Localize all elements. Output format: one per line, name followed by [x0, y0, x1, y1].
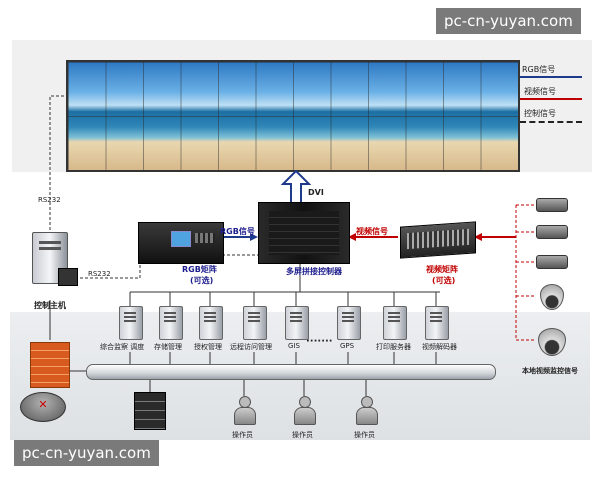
splice-controller — [258, 202, 350, 264]
server-icon — [383, 306, 407, 340]
control-host-label: 控制主机 — [34, 301, 66, 310]
router-icon: ✕ — [20, 392, 66, 422]
server-label: GIS — [288, 342, 300, 350]
video-matrix-label: 视频矩阵 — [426, 265, 458, 274]
controller-panel — [269, 211, 339, 255]
operator-label: 操作员 — [354, 431, 375, 439]
dome-camera-icon — [538, 328, 566, 356]
server-label: 综合监察 调度 — [100, 343, 145, 351]
operator-body — [234, 407, 256, 425]
server-icon — [337, 306, 361, 340]
operator-label: 操作员 — [232, 431, 253, 439]
server-label: GPS — [340, 342, 355, 350]
dots-label: ······· — [306, 336, 333, 347]
server-icon — [285, 306, 309, 340]
dvi-label: DVI — [308, 188, 324, 197]
operator-label: 操作员 — [292, 431, 313, 439]
server-icon — [243, 306, 267, 340]
operator-icon — [234, 396, 256, 426]
local-video-label: 本地视频监控信号 — [522, 367, 578, 375]
rgb-signal-label: RGB信号 — [220, 227, 255, 236]
camera-icon — [536, 255, 568, 269]
server-icon — [199, 306, 223, 340]
server-label: 视频解码器 — [422, 343, 457, 351]
video-matrix-ports — [407, 228, 469, 250]
operator-icon — [294, 396, 316, 426]
server-label: 存储管理 — [154, 343, 182, 351]
operator-icon — [356, 396, 378, 426]
rgb-matrix-buttons — [195, 233, 215, 243]
storage-array-icon — [134, 392, 166, 430]
wall-grid — [68, 62, 518, 170]
network-backbone — [86, 364, 496, 380]
host-drive-bay — [39, 241, 61, 244]
dvi-arrow — [281, 170, 311, 205]
operator-body — [294, 407, 316, 425]
rs232-mid-label: RS232 — [88, 270, 111, 278]
legend-rgb-line — [520, 76, 582, 78]
legend-rgb-label: RGB信号 — [522, 65, 556, 74]
rs232-top-label: RS232 — [38, 196, 61, 204]
video-matrix-optional: (可选) — [432, 276, 456, 285]
server-icon — [119, 306, 143, 340]
rgb-matrix-device — [138, 222, 224, 264]
watermark-top: pc-cn-yuyan.com — [436, 8, 581, 34]
camera-icon — [536, 198, 568, 212]
video-wall — [66, 60, 520, 172]
controller-label: 多屏拼接控制器 — [286, 267, 342, 276]
server-label: 授权管理 — [194, 343, 222, 351]
server-label: 远程访问管理 — [230, 343, 272, 351]
legend-video-line — [520, 98, 582, 100]
video-matrix-device — [400, 221, 476, 259]
rgb-matrix-optional: (可选) — [190, 276, 214, 285]
rgb-matrix-label: RGB矩阵 — [182, 265, 217, 274]
video-signal-label: 视频信号 — [356, 227, 388, 236]
server-label: 打印服务器 — [376, 343, 411, 351]
operator-body — [356, 407, 378, 425]
legend-control-line — [520, 121, 582, 123]
camera-icon — [536, 225, 568, 239]
firewall-icon — [30, 342, 70, 388]
host-monitor-icon — [58, 268, 78, 286]
dome-camera-icon — [540, 284, 564, 310]
legend-control-label: 控制信号 — [524, 109, 556, 118]
rgb-matrix-screen — [171, 231, 191, 247]
router-arrows-icon: ✕ — [38, 398, 48, 411]
server-icon — [425, 306, 449, 340]
legend-video-label: 视频信号 — [524, 87, 556, 96]
server-icon — [159, 306, 183, 340]
watermark-bottom: pc-cn-yuyan.com — [14, 440, 159, 466]
